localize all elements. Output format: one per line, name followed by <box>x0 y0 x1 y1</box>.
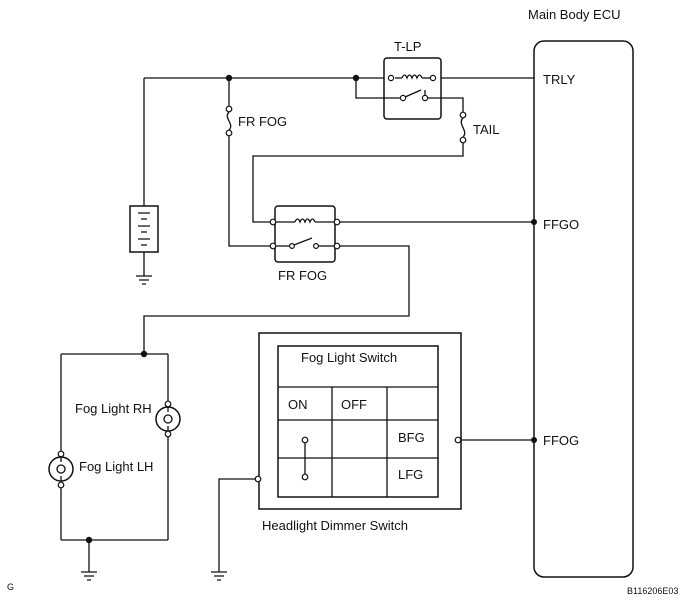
switch-position-on: ON <box>288 397 308 412</box>
fog-light-rh-label: Fog Light RH <box>75 401 152 416</box>
battery-icon <box>129 205 159 276</box>
fog-light-circuit <box>60 350 169 572</box>
fr-fog-relay: FR FOG <box>143 205 537 354</box>
figure-code: B116206E03 <box>627 586 678 596</box>
switch-position-off: OFF <box>341 397 367 412</box>
ground-icon-fog-lights <box>81 571 97 581</box>
t-lp-relay: T-LP <box>355 39 464 120</box>
t-lp-label: T-LP <box>394 39 421 54</box>
tail-fuse: TAIL <box>252 111 500 223</box>
corner-code-left: G <box>7 582 14 592</box>
fog-light-rh-bulb-icon <box>155 400 181 438</box>
fog-light-lh-bulb-icon <box>48 450 74 489</box>
headlight-dimmer-switch-label: Headlight Dimmer Switch <box>262 518 408 533</box>
ground-icon-battery <box>136 275 152 285</box>
ecu-pin-ffog: FFOG <box>543 433 579 448</box>
ecu-title: Main Body ECU <box>528 7 620 22</box>
ecu-pin-ffgo: FFGO <box>543 217 579 232</box>
tail-fuse-label: TAIL <box>473 122 500 137</box>
headlight-dimmer-switch: Headlight Dimmer Switch Fog Light Switch… <box>218 332 537 572</box>
fr-fog-fuse: FR FOG <box>225 78 287 247</box>
fog-light-switch-title: Fog Light Switch <box>301 350 397 365</box>
continuity-marker-on <box>301 436 309 481</box>
ground-icon-switch <box>211 571 227 581</box>
switch-terminal-lfg: LFG <box>398 467 423 482</box>
top-bus-wire <box>143 74 534 206</box>
ecu-pin-trly: TRLY <box>543 72 576 87</box>
switch-terminal-bfg: BFG <box>398 430 425 445</box>
fog-light-lh-label: Fog Light LH <box>79 459 153 474</box>
fr-fog-fuse-label: FR FOG <box>238 114 287 129</box>
main-body-ecu: Main Body ECU TRLY FFGO FFOG <box>528 7 634 578</box>
fr-fog-relay-label: FR FOG <box>278 268 327 283</box>
